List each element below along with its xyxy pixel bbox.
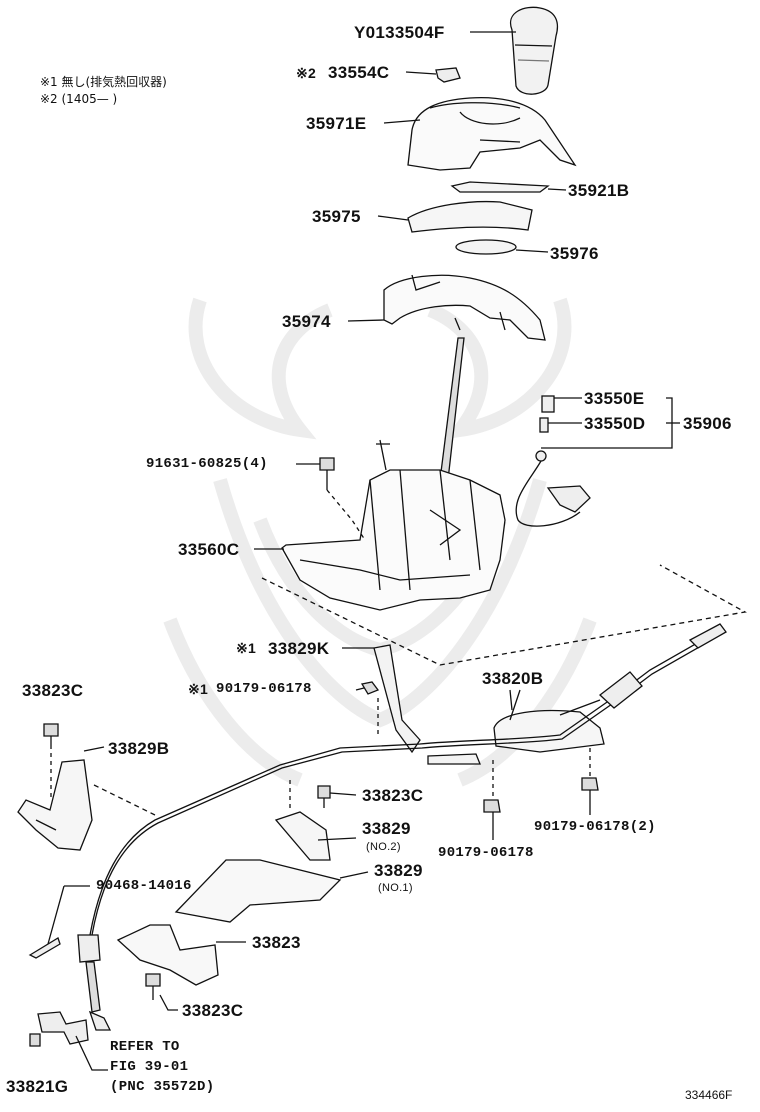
label-33823c-b: 33823C bbox=[362, 786, 424, 805]
nut-90179-b-shape bbox=[483, 760, 501, 840]
label-33829b: 33829B bbox=[108, 739, 170, 758]
bolt-33823c-a-shape bbox=[43, 723, 59, 800]
bracket-33829k-shape bbox=[373, 644, 421, 754]
dashed-plane bbox=[261, 564, 747, 666]
bezel-35971e-shape bbox=[407, 96, 577, 171]
label-33823: 33823 bbox=[252, 933, 301, 952]
refer-line-1: REFER TO bbox=[110, 1039, 180, 1055]
label-33829k-mark: ※1 bbox=[236, 640, 257, 656]
cable-lower-end bbox=[77, 934, 112, 1031]
label-33829k: 33829K bbox=[268, 639, 330, 658]
label-33550d: 33550D bbox=[584, 414, 646, 433]
clip-33821g-shape bbox=[29, 1011, 89, 1047]
label-35971e: 35971E bbox=[306, 114, 367, 133]
note-1: ※1 無し(排気熱回収器) bbox=[40, 75, 167, 89]
label-33823c-a: 33823C bbox=[22, 681, 84, 700]
clip-90468-shape bbox=[28, 937, 61, 959]
panel-35975-shape bbox=[407, 200, 533, 233]
bracket-33829-no1-shape bbox=[174, 859, 342, 923]
label-33550e: 33550E bbox=[584, 389, 645, 408]
bolt-33823c-b-shape bbox=[317, 785, 331, 808]
label-35976: 35976 bbox=[550, 244, 599, 263]
cable-end-boot bbox=[598, 671, 643, 709]
ring-35976-shape bbox=[455, 239, 517, 255]
bracket-33829-no2-shape bbox=[274, 811, 331, 861]
label-90179-06178-c: 90179-06178(2) bbox=[534, 819, 656, 835]
label-33554c: 33554C bbox=[328, 63, 390, 82]
label-90179-06178-a: 90179-06178 bbox=[216, 681, 312, 697]
label-y0133504f: Y0133504F bbox=[354, 23, 445, 42]
label-90468-14016: 90468-14016 bbox=[96, 878, 192, 894]
label-33560c: 33560C bbox=[178, 540, 240, 559]
housing-35974-shape bbox=[383, 274, 546, 341]
label-33554c-mark: ※2 bbox=[296, 65, 317, 81]
label-35906: 35906 bbox=[683, 414, 732, 433]
label-33829-no2: 33829 bbox=[362, 819, 411, 838]
refer-line-3: (PNC 35572D) bbox=[110, 1079, 215, 1095]
clip-33554c-shape bbox=[435, 67, 461, 83]
drawing-lines bbox=[17, 6, 747, 1071]
nut-90179-c-shape bbox=[581, 748, 599, 815]
note-2: ※2 (1405— ) bbox=[40, 92, 118, 106]
figure-id: 334466F bbox=[685, 1088, 733, 1102]
shift-knob-shape bbox=[509, 6, 559, 95]
plate-35921b-shape bbox=[450, 181, 550, 193]
bracket-33820b-shape bbox=[493, 689, 605, 753]
nut-90179-shape bbox=[360, 681, 380, 695]
shift-base-33560c-shape bbox=[281, 439, 506, 611]
bracket-33823-shape bbox=[116, 924, 219, 986]
label-90179-06178-b: 90179-06178 bbox=[438, 845, 534, 861]
shift-rod-shape bbox=[439, 337, 465, 481]
bracket-33829b-shape bbox=[17, 759, 93, 851]
label-90179-mark: ※1 bbox=[188, 681, 209, 697]
bolt-33823c-c-shape bbox=[145, 973, 161, 1000]
label-33829-no1: 33829 bbox=[374, 861, 423, 880]
label-33823c-c: 33823C bbox=[182, 1001, 244, 1020]
label-35974: 35974 bbox=[282, 312, 331, 331]
refer-line-2: FIG 39-01 bbox=[110, 1059, 189, 1075]
label-33820b: 33820B bbox=[482, 669, 544, 688]
label-no2: (NO.2) bbox=[366, 841, 401, 853]
connector-35906-shape bbox=[515, 395, 591, 527]
bolt-91631-shape bbox=[319, 457, 366, 541]
label-35921b: 35921B bbox=[568, 181, 630, 200]
label-91631-60825: 91631-60825(4) bbox=[146, 456, 268, 472]
label-35975: 35975 bbox=[312, 207, 361, 226]
label-no1: (NO.1) bbox=[378, 882, 413, 894]
label-33821g: 33821G bbox=[6, 1077, 69, 1096]
shift-cable bbox=[89, 629, 721, 936]
